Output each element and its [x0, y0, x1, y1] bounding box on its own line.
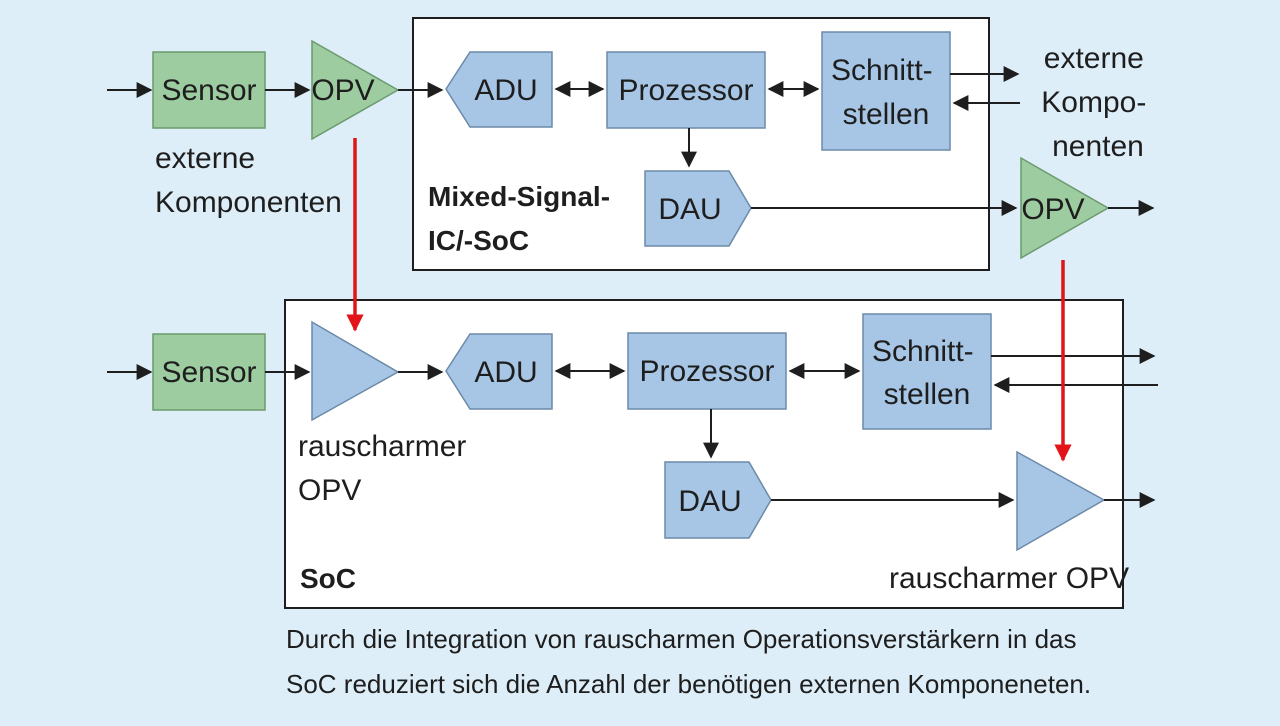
low-noise-amp-label: rauscharmer OPV — [298, 430, 475, 507]
interfaces-bottom-label: Schnitt- stellen — [872, 335, 982, 411]
low-noise-amplifier-bottom — [311, 320, 400, 422]
interfaces-block-top — [821, 31, 951, 151]
adu-top-label: ADU — [474, 74, 537, 107]
adu-bottom-label: ADU — [474, 356, 537, 389]
soc-title: SoC — [300, 563, 356, 594]
dau-top-label: DAU — [658, 193, 721, 226]
opv-amplifier-top — [311, 39, 400, 141]
low-noise-output-amp-label: rauscharmer OPV — [889, 562, 1129, 595]
low-noise-output-amplifier-bottom — [1016, 450, 1106, 552]
caption: Durch die Integration von rauscharmen Op… — [286, 624, 1091, 699]
processor-bottom-label: Prozessor — [639, 355, 774, 388]
dau-block-top — [644, 170, 752, 247]
opv-output-amplifier-top — [1020, 156, 1110, 260]
adu-block-bottom — [445, 333, 553, 410]
mixed-signal-title: Mixed-Signal- IC/-SoC — [428, 181, 618, 256]
sensor-block-bottom — [152, 333, 266, 411]
external-components-label-right: externe Kompo- nenten — [1041, 42, 1154, 163]
dau-bottom-label: DAU — [678, 485, 741, 518]
opv-output-top-label: OPV — [1021, 193, 1084, 226]
interfaces-top-label: Schnitt- stellen — [831, 54, 941, 131]
sensor-block-top-label: Sensor — [161, 74, 256, 107]
external-components-label-left: externe Komponenten — [155, 142, 342, 219]
dau-block-bottom — [664, 461, 772, 539]
interfaces-block-bottom — [862, 313, 992, 430]
opv-top-label: OPV — [311, 74, 374, 107]
processor-block-bottom — [627, 332, 787, 410]
sensor-block-top — [152, 51, 266, 129]
sensor-block-bottom-label: Sensor — [161, 356, 256, 389]
adu-block-top — [445, 51, 553, 128]
processor-top-label: Prozessor — [618, 74, 753, 107]
processor-block-top — [606, 51, 766, 129]
